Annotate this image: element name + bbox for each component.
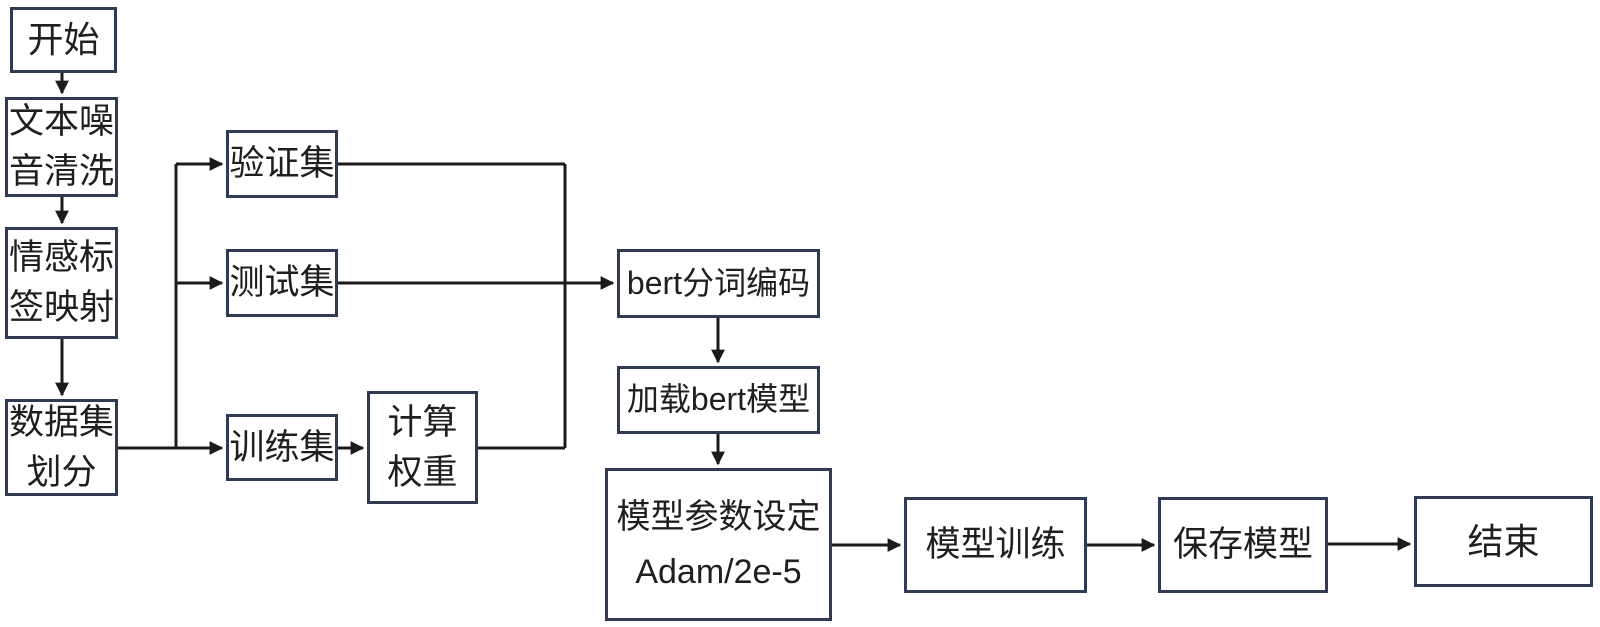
node-sentiment-label-mapping: 情感标 签映射: [5, 227, 118, 339]
node-start-label: 开始: [27, 19, 100, 61]
edge-branch-collector-lines: [174, 162, 567, 450]
node-load-bert-model-label: 加载bert模型: [626, 381, 811, 418]
node-model-training-label: 模型训练: [925, 525, 1066, 565]
node-save-model: 保存模型: [1158, 497, 1328, 593]
node-load-bert-model: 加载bert模型: [617, 366, 820, 434]
node-training-set: 训练集: [226, 414, 338, 481]
node-test-set: 测试集: [226, 249, 338, 317]
node-dataset-split-label: 数据集 划分: [8, 402, 114, 492]
node-training-set-label: 训练集: [229, 427, 335, 467]
node-start: 开始: [10, 7, 117, 73]
node-end-label: 结束: [1467, 520, 1540, 562]
node-compute-weights: 计算 权重: [367, 391, 478, 504]
node-model-training: 模型训练: [904, 497, 1087, 593]
node-bert-tokenize-encode-label: bert分词编码: [626, 264, 811, 301]
node-end: 结束: [1414, 496, 1593, 587]
node-text-noise-cleaning: 文本噪 音清洗: [5, 97, 118, 197]
node-validation-set: 验证集: [226, 130, 338, 198]
node-compute-weights-label: 计算 权重: [387, 402, 458, 492]
node-sentiment-label-mapping-label: 情感标 签映射: [8, 238, 114, 327]
node-test-set-label: 测试集: [229, 263, 335, 303]
node-validation-set-label: 验证集: [229, 144, 335, 184]
node-dataset-split: 数据集 划分: [5, 399, 118, 496]
node-text-noise-cleaning-label: 文本噪 音清洗: [8, 102, 114, 191]
node-model-param-setting: 模型参数设定 Adam/2e-5: [605, 468, 832, 621]
node-save-model-label: 保存模型: [1172, 525, 1313, 565]
node-bert-tokenize-encode: bert分词编码: [617, 249, 820, 318]
node-model-param-setting-label: 模型参数设定 Adam/2e-5: [616, 498, 821, 591]
